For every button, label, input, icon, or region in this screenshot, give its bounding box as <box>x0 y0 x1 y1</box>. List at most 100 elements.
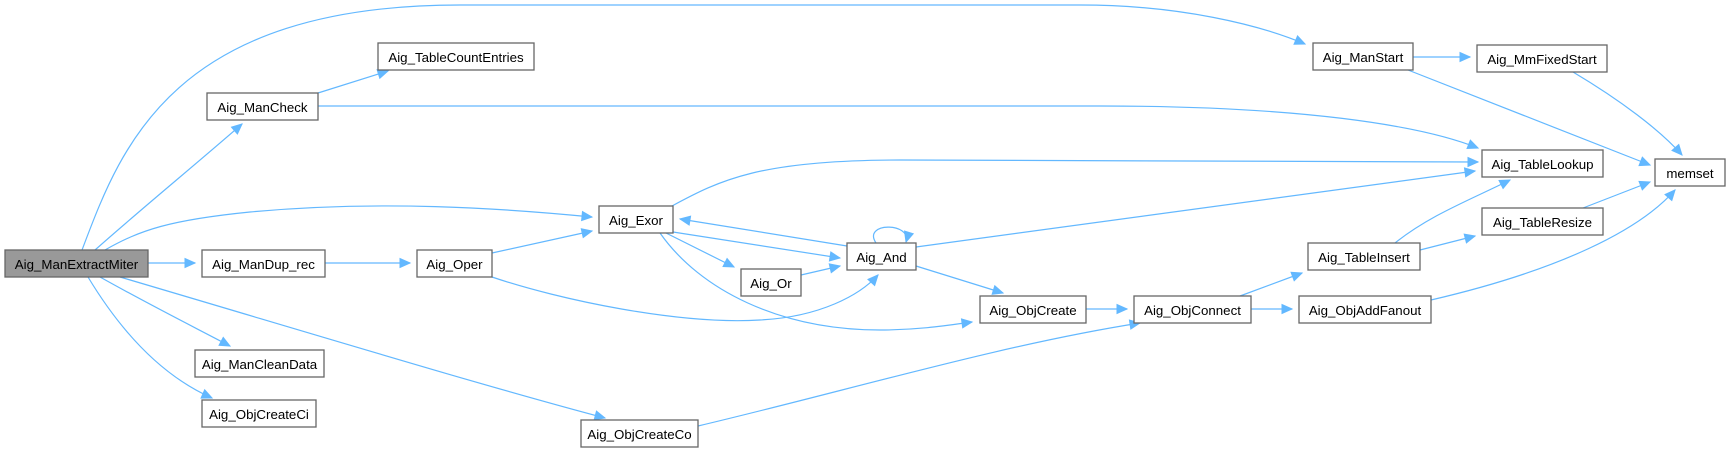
edge-line <box>915 170 1476 248</box>
edge-line <box>99 276 231 347</box>
node-box[interactable] <box>1133 295 1252 324</box>
arrowhead-icon <box>1116 303 1129 315</box>
node-label: Aig_ObjConnect <box>1144 303 1241 318</box>
edge-Aig_ManExtractMiter-to-Aig_ManCheck <box>94 123 243 251</box>
node-aig-mmfixedstart[interactable]: Aig_MmFixedStart <box>1476 44 1608 73</box>
node-label: Aig_MmFixedStart <box>1487 52 1597 67</box>
node-label: Aig_TableInsert <box>1318 250 1410 265</box>
edge-line <box>81 4 1306 251</box>
arrowhead-icon <box>184 257 197 269</box>
node-box[interactable] <box>598 205 674 234</box>
edge-line <box>665 232 735 268</box>
node-box[interactable] <box>206 92 319 121</box>
node-label: Aig_Exor <box>609 213 664 228</box>
node-label: memset <box>1666 166 1714 181</box>
node-label: Aig_ManCheck <box>217 100 308 115</box>
node-label: Aig_TableCountEntries <box>388 50 524 65</box>
node-label: Aig_And <box>856 250 906 265</box>
node-box[interactable] <box>1312 42 1414 71</box>
node-box[interactable] <box>1654 158 1726 187</box>
edge-line <box>104 205 593 251</box>
arrowhead-icon <box>1671 143 1683 156</box>
edge-line <box>1407 69 1651 166</box>
edge-line <box>1582 181 1651 209</box>
node-aig-oper[interactable]: Aig_Oper <box>416 249 493 278</box>
node-box[interactable] <box>1307 242 1421 271</box>
edge-line <box>318 105 1479 149</box>
arrowhead-icon <box>678 215 692 226</box>
edge-line <box>317 70 389 94</box>
node-box[interactable] <box>1476 44 1608 73</box>
node-aig-objconnect[interactable]: Aig_ObjConnect <box>1133 295 1252 324</box>
arrowhead-icon <box>828 263 842 274</box>
node-aig-objcreateci[interactable]: Aig_ObjCreateCi <box>201 399 317 428</box>
node-aig-tableinsert[interactable]: Aig_TableInsert <box>1307 242 1421 271</box>
arrowhead-icon <box>1281 303 1294 315</box>
node-box[interactable] <box>201 249 326 278</box>
node-box[interactable] <box>201 399 317 428</box>
arrowhead-icon <box>1290 271 1304 282</box>
node-aig-objcreateco[interactable]: Aig_ObjCreateCo <box>580 419 699 448</box>
node-box[interactable] <box>740 268 802 297</box>
node-box[interactable] <box>416 249 493 278</box>
node-box[interactable] <box>846 242 917 271</box>
edge-line <box>87 276 213 399</box>
edge-line <box>1239 272 1303 297</box>
node-aig-tablelookup[interactable]: Aig_TableLookup <box>1481 149 1604 178</box>
edge-line <box>491 230 593 254</box>
edge-Aig_ManStart-to-Aig_MmFixedStart <box>1413 51 1472 63</box>
node-aig-exor[interactable]: Aig_Exor <box>598 205 674 234</box>
arrowhead-icon <box>1638 180 1652 191</box>
node-memset[interactable]: memset <box>1654 158 1726 187</box>
edge-Aig_Exor-to-Aig_And <box>672 231 842 262</box>
node-aig-mancheck[interactable]: Aig_ManCheck <box>206 92 319 121</box>
node-box[interactable] <box>1481 149 1604 178</box>
arrowhead-icon <box>581 210 594 222</box>
node-aig-mancleandata[interactable]: Aig_ManCleanData <box>194 349 325 378</box>
arrowhead-icon <box>593 410 607 421</box>
arrowhead-icon <box>1466 139 1480 150</box>
arrowhead-icon <box>218 336 232 347</box>
node-aig-manextractmiter[interactable]: Aig_ManExtractMiter <box>4 249 149 278</box>
edge-Aig_ManDup_rec-to-Aig_Oper <box>325 257 412 269</box>
edge-Aig_TableInsert-to-Aig_TableResize <box>1419 233 1477 251</box>
edge-Aig_Oper-to-Aig_And <box>491 274 879 322</box>
arrowhead-icon <box>1467 156 1480 168</box>
edges-layer <box>81 4 1683 427</box>
edge-Aig_And-to-Aig_Exor <box>678 215 848 247</box>
node-box[interactable] <box>4 249 149 278</box>
edge-line <box>1394 179 1511 244</box>
node-aig-tablecountentries[interactable]: Aig_TableCountEntries <box>377 42 535 71</box>
edge-Aig_ManCheck-to-Aig_TableCountEntries <box>317 69 390 94</box>
arrowhead-icon <box>1459 51 1472 63</box>
arrowhead-icon <box>722 257 736 268</box>
node-box[interactable] <box>377 42 535 71</box>
edge-line <box>94 123 243 251</box>
arrowhead-icon <box>903 230 915 244</box>
node-box[interactable] <box>580 419 699 448</box>
edge-Aig_Or-to-Aig_And <box>800 263 842 276</box>
arrowhead-icon <box>960 318 974 329</box>
nodes-layer: Aig_ManExtractMiterAig_ManCheckAig_Table… <box>4 42 1726 448</box>
edge-Aig_ObjConnect-to-Aig_ObjAddFanout <box>1251 303 1294 315</box>
edge-Aig_Oper-to-Aig_Exor <box>491 228 594 254</box>
node-aig-objaddfanout[interactable]: Aig_ObjAddFanout <box>1298 295 1432 324</box>
node-label: Aig_Or <box>750 276 792 291</box>
node-box[interactable] <box>979 295 1087 324</box>
arrowhead-icon <box>1463 233 1477 244</box>
node-box[interactable] <box>1481 207 1604 236</box>
node-aig-mandup-rec[interactable]: Aig_ManDup_rec <box>201 249 326 278</box>
node-aig-tableresize[interactable]: Aig_TableResize <box>1481 207 1604 236</box>
node-box[interactable] <box>1298 295 1432 324</box>
node-aig-and[interactable]: Aig_And <box>846 242 917 271</box>
arrowhead-icon <box>580 228 594 239</box>
node-box[interactable] <box>194 349 325 378</box>
edge-line <box>491 274 879 322</box>
node-aig-manstart[interactable]: Aig_ManStart <box>1312 42 1414 71</box>
node-label: Aig_TableResize <box>1493 215 1592 230</box>
arrowhead-icon <box>230 123 243 135</box>
node-aig-or[interactable]: Aig_Or <box>740 268 802 297</box>
edge-Aig_ManExtractMiter-to-Aig_ManStart <box>81 4 1307 251</box>
node-aig-objcreate[interactable]: Aig_ObjCreate <box>979 295 1087 324</box>
edge-Aig_ObjAddFanout-to-memset <box>1430 189 1676 301</box>
